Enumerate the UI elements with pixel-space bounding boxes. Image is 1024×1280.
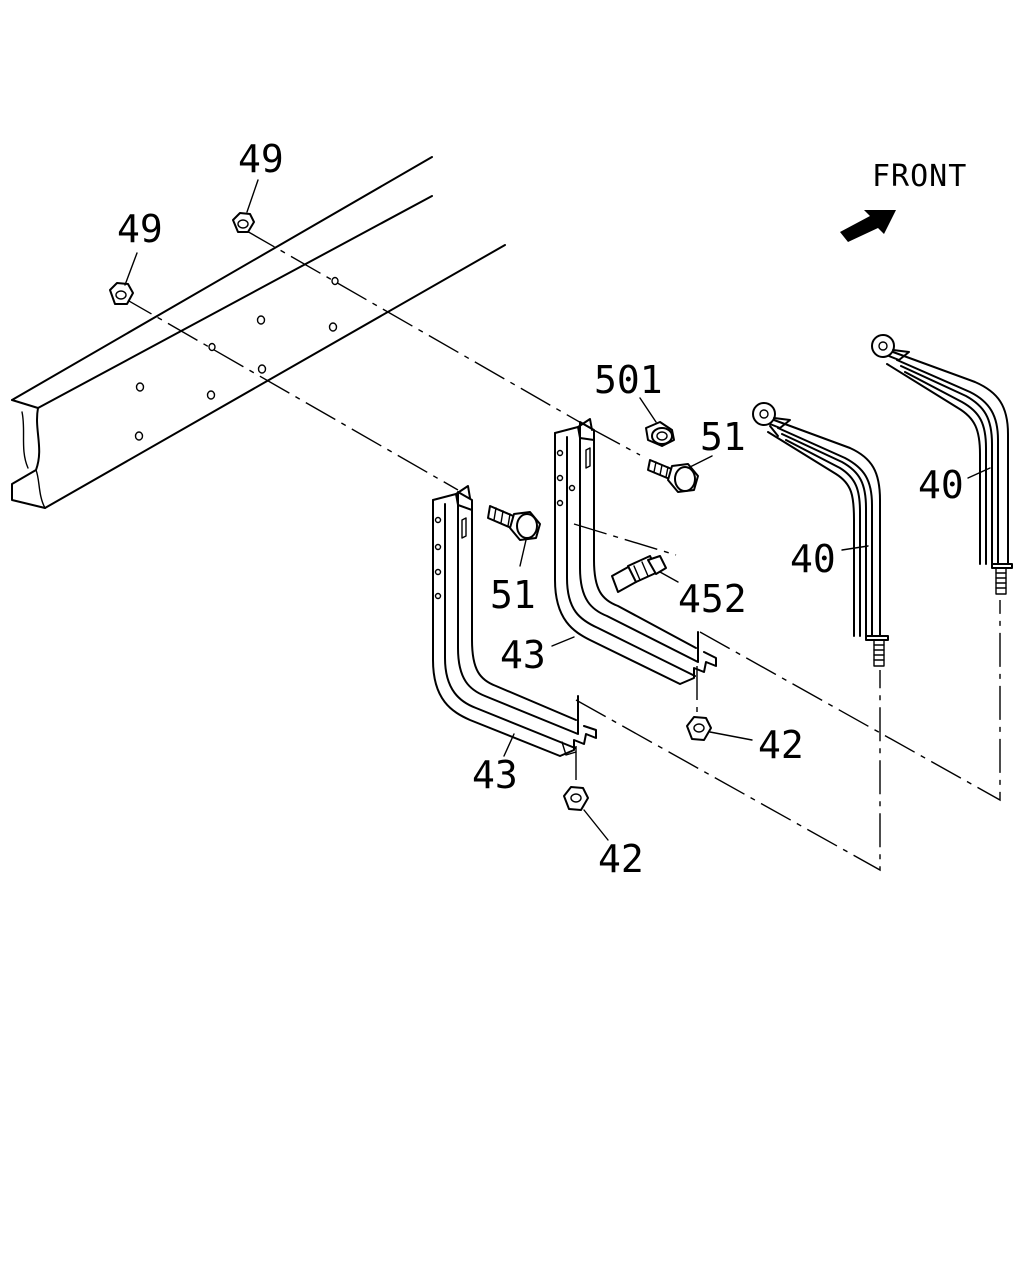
nut-49-upper — [232, 212, 255, 233]
collar-501 — [645, 421, 675, 447]
callout-40-right: 40 — [918, 463, 964, 507]
callouts: 49 49 501 51 51 452 43 43 42 42 40 40 — [117, 137, 964, 881]
frame-rail — [11, 156, 506, 509]
rail-hole — [135, 382, 145, 392]
front-label: FRONT — [872, 159, 967, 194]
callout-43-front: 43 — [500, 633, 546, 677]
band-40-left — [752, 402, 889, 667]
callout-49-upper: 49 — [238, 137, 284, 181]
rail-hole — [257, 364, 267, 374]
callout-51-lower: 51 — [490, 573, 536, 617]
callout-42-rear: 42 — [598, 837, 644, 881]
bracket-43-left — [432, 485, 597, 757]
fitting-452 — [611, 555, 667, 593]
callout-49-lower: 49 — [117, 207, 163, 251]
band-40-right — [871, 334, 1013, 595]
front-direction-indicator: FRONT — [840, 159, 967, 242]
nut-49-lower — [109, 282, 134, 305]
centerlines — [121, 229, 1001, 872]
callout-452: 452 — [678, 577, 747, 621]
arrow-icon — [840, 210, 896, 242]
callout-51-upper: 51 — [700, 415, 746, 459]
rail-hole — [328, 322, 338, 332]
bolt-51-upper — [647, 459, 699, 493]
leader-lines — [124, 179, 991, 841]
callout-43-rear: 43 — [472, 753, 518, 797]
rail-hole — [256, 315, 266, 325]
nut-42-front — [686, 716, 712, 741]
callout-42-front: 42 — [758, 723, 804, 767]
rail-hole — [331, 276, 339, 286]
rail-hole — [208, 342, 216, 352]
callout-501: 501 — [594, 358, 663, 402]
rail-hole — [134, 431, 144, 441]
bracket-43-right — [554, 418, 717, 685]
callout-40-left: 40 — [790, 537, 836, 581]
rail-hole — [206, 390, 216, 400]
bolt-51-lower — [487, 505, 541, 541]
nut-42-rear — [563, 786, 589, 811]
